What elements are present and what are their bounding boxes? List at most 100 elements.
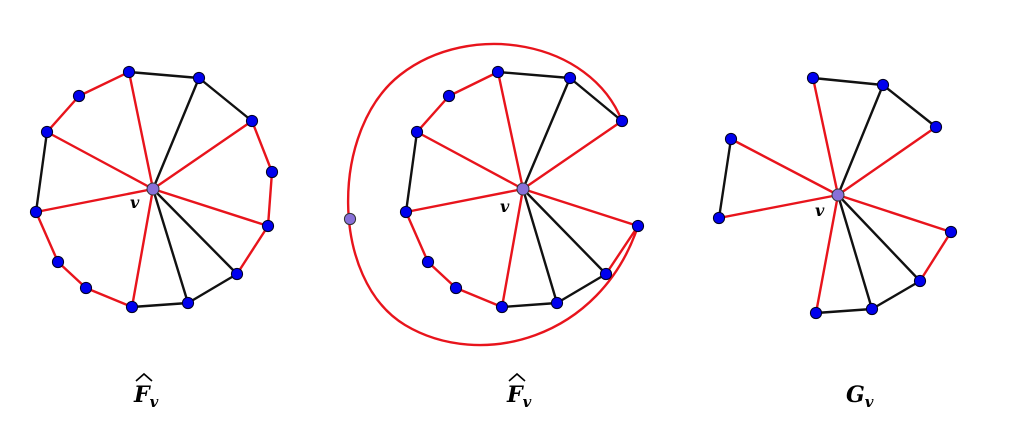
caption-right: G v bbox=[846, 382, 874, 411]
black-edge bbox=[811, 76, 885, 87]
node bbox=[876, 78, 890, 92]
red-edge bbox=[496, 70, 525, 191]
black-edge bbox=[186, 272, 239, 305]
red-edge bbox=[415, 130, 525, 191]
black-edge bbox=[881, 83, 938, 129]
node bbox=[192, 71, 206, 85]
hat-icon bbox=[135, 372, 153, 382]
red-edge bbox=[151, 187, 270, 228]
outer-red-arc bbox=[346, 42, 640, 347]
node bbox=[913, 274, 927, 288]
black-edge bbox=[151, 187, 190, 305]
red-edge bbox=[447, 70, 500, 98]
red-edge bbox=[235, 224, 270, 276]
red-edge bbox=[127, 70, 155, 191]
node bbox=[563, 71, 577, 85]
black-edge bbox=[717, 137, 733, 220]
node bbox=[51, 255, 65, 269]
node bbox=[809, 306, 823, 320]
node bbox=[712, 211, 726, 225]
red-edge bbox=[836, 125, 938, 197]
red-edge bbox=[836, 193, 953, 234]
caption-left: F v bbox=[134, 372, 158, 411]
node bbox=[40, 125, 54, 139]
red-edge bbox=[918, 230, 953, 283]
hat-icon bbox=[508, 372, 526, 382]
red-edge bbox=[34, 187, 155, 214]
caption-right-sub: v bbox=[864, 393, 874, 411]
red-edge bbox=[250, 119, 274, 174]
node bbox=[724, 132, 738, 146]
red-edge bbox=[521, 119, 624, 191]
black-edge bbox=[836, 193, 922, 283]
red-edge bbox=[266, 170, 274, 228]
node bbox=[79, 281, 93, 295]
red-edge bbox=[84, 286, 134, 309]
red-edge bbox=[34, 210, 60, 264]
black-edge bbox=[34, 130, 49, 214]
vertex-label-v: v bbox=[130, 193, 140, 212]
node bbox=[72, 89, 86, 103]
node bbox=[125, 300, 139, 314]
node bbox=[421, 255, 435, 269]
black-edge bbox=[555, 272, 608, 305]
black-edge bbox=[568, 76, 624, 123]
red-edge bbox=[56, 260, 88, 290]
red-edge bbox=[426, 260, 458, 290]
black-edge bbox=[151, 187, 239, 276]
node bbox=[245, 114, 259, 128]
node bbox=[615, 114, 629, 128]
node bbox=[631, 219, 645, 233]
node bbox=[399, 205, 413, 219]
red-edge bbox=[130, 187, 155, 309]
red-edge bbox=[454, 286, 504, 309]
vertex-label-v: v bbox=[500, 197, 510, 216]
caption-left-base: F bbox=[134, 382, 150, 408]
node bbox=[550, 296, 564, 310]
node bbox=[491, 65, 505, 79]
caption-right-base: G bbox=[846, 382, 865, 408]
black-edge bbox=[404, 130, 419, 214]
red-edge bbox=[45, 94, 81, 134]
center-node bbox=[831, 188, 845, 202]
node bbox=[261, 219, 275, 233]
node bbox=[442, 89, 456, 103]
center-node bbox=[146, 182, 160, 196]
black-edge bbox=[197, 76, 254, 123]
black-edge bbox=[127, 70, 201, 80]
black-edge bbox=[151, 76, 201, 191]
node bbox=[944, 225, 958, 239]
black-edge bbox=[836, 193, 874, 311]
black-edge bbox=[496, 70, 572, 80]
node bbox=[806, 71, 820, 85]
black-edge bbox=[521, 76, 572, 191]
node bbox=[122, 65, 136, 79]
center-node bbox=[516, 182, 530, 196]
caption-middle: F v bbox=[507, 372, 531, 411]
graph-left: v bbox=[29, 65, 279, 314]
red-edge bbox=[729, 137, 840, 197]
graph-middle: v bbox=[343, 42, 645, 347]
red-edge bbox=[404, 210, 430, 264]
black-edge bbox=[500, 301, 559, 309]
red-edge bbox=[77, 70, 131, 98]
black-edge bbox=[130, 301, 190, 309]
node bbox=[449, 281, 463, 295]
red-edge bbox=[404, 187, 525, 214]
red-edge bbox=[151, 119, 254, 191]
caption-middle-base: F bbox=[507, 382, 523, 408]
black-edge bbox=[521, 187, 559, 305]
node bbox=[265, 165, 279, 179]
black-edge bbox=[870, 279, 922, 311]
node bbox=[230, 267, 244, 281]
node bbox=[181, 296, 195, 310]
node bbox=[29, 205, 43, 219]
black-edge bbox=[814, 307, 874, 315]
red-edge bbox=[521, 187, 640, 228]
red-edge bbox=[814, 193, 840, 315]
graph-right: v bbox=[712, 71, 958, 320]
red-edge bbox=[500, 187, 525, 309]
red-edge bbox=[717, 193, 840, 220]
extra-node bbox=[343, 212, 357, 226]
